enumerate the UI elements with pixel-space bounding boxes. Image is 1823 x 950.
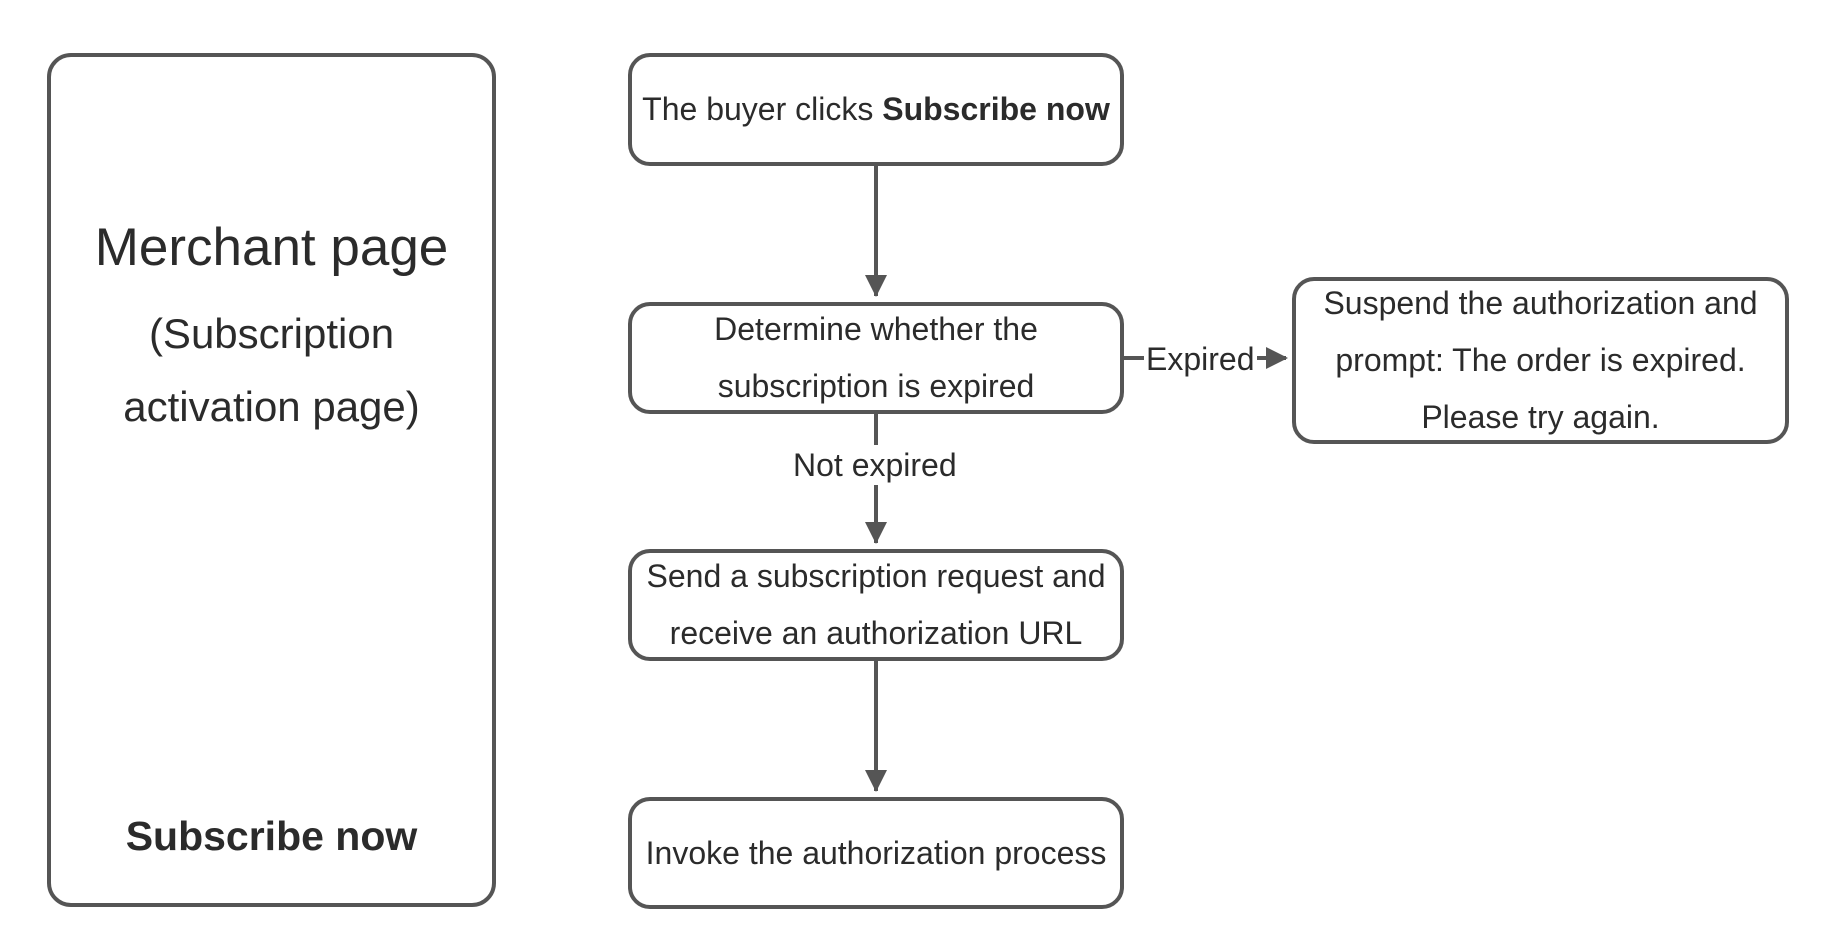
edge-label-not-expired: Not expired (791, 445, 959, 485)
step1-text-bold: Subscribe now (882, 91, 1110, 127)
merchant-page-title: Merchant page (94, 218, 449, 277)
step1-text-prefix: The buyer clicks (642, 91, 883, 127)
step-invoke-authorization: Invoke the authorization process (628, 797, 1124, 909)
outcome-suspend-authorization: Suspend the authorization and prompt: Th… (1292, 277, 1789, 444)
merchant-page-subtitle-line2: activation page) (123, 383, 420, 430)
edge-label-expired: Expired (1144, 339, 1257, 379)
merchant-page-subtitle-line1: (Subscription (148, 310, 395, 357)
outcome-line3: Please try again. (1421, 399, 1660, 435)
step3-line1: Send a subscription request and (646, 558, 1106, 594)
subscribe-now-button[interactable]: Subscribe now (125, 813, 418, 859)
step1-text: The buyer clicks Subscribe now (642, 81, 1110, 138)
step-determine-expiry: Determine whether the subscription is ex… (628, 302, 1124, 414)
merchant-page-subtitle: (Subscription activation page) (51, 247, 492, 430)
arrowhead-step4 (865, 770, 887, 792)
arrowhead-expired (1266, 347, 1288, 369)
step2-line2: subscription is expired (717, 368, 1035, 404)
arrowhead-step3 (865, 522, 887, 544)
outcome-line1: Suspend the authorization and (1323, 285, 1758, 321)
step4-text: Invoke the authorization process (645, 834, 1107, 871)
step3-line2: receive an authorization URL (669, 615, 1083, 651)
step-send-subscription-request: Send a subscription request and receive … (628, 549, 1124, 661)
step-buyer-clicks-subscribe: The buyer clicks Subscribe now (628, 53, 1124, 166)
outcome-line2: prompt: The order is expired. (1335, 342, 1746, 378)
merchant-page-panel: Merchant page (Subscription activation p… (47, 53, 496, 907)
arrowhead-step2 (865, 275, 887, 297)
step2-line1: Determine whether the (714, 311, 1038, 347)
